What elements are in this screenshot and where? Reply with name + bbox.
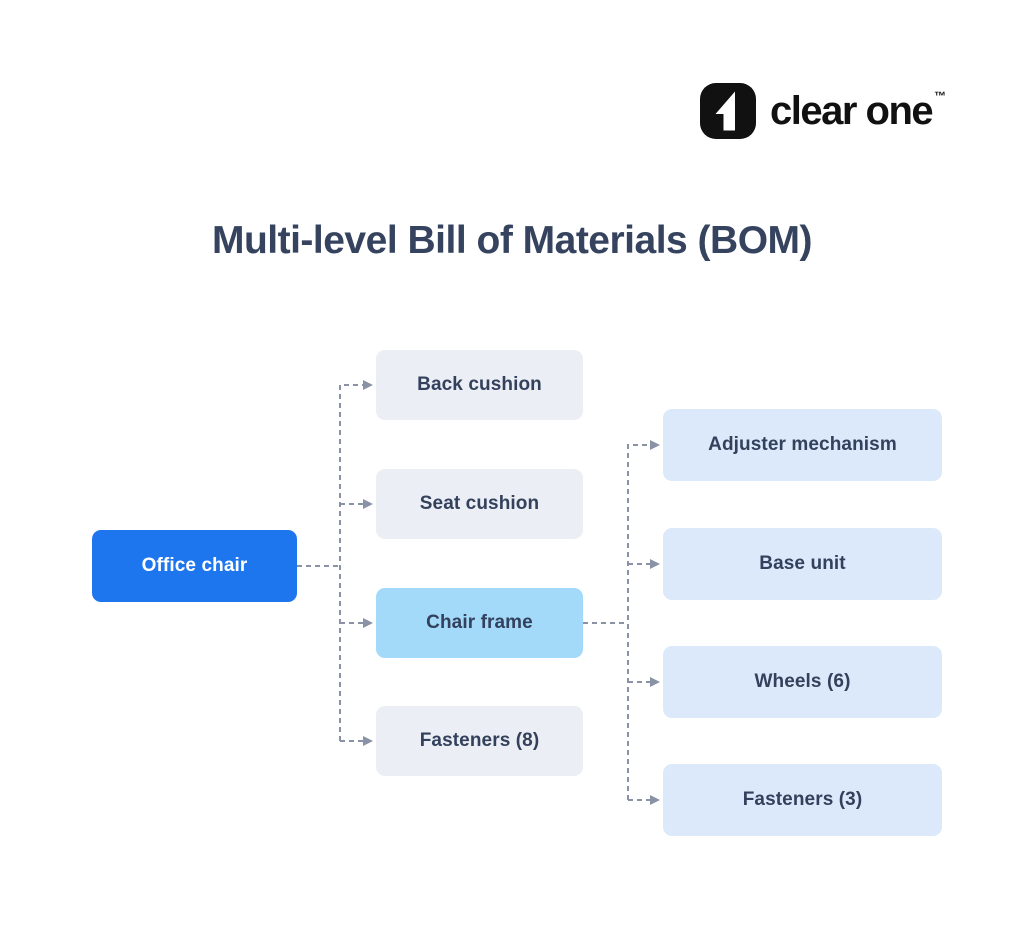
node-adjuster-mechanism: Adjuster mechanism [663, 409, 942, 481]
brand-wordmark: clear one [770, 89, 934, 133]
brand-logo: clear one ™ [700, 83, 946, 139]
node-fasteners-3: Fasteners (3) [663, 764, 942, 836]
trademark-symbol: ™ [934, 89, 947, 103]
node-seat-cushion: Seat cushion [376, 469, 583, 539]
node-wheels-6: Wheels (6) [663, 646, 942, 718]
node-base-unit: Base unit [663, 528, 942, 600]
node-fasteners-8: Fasteners (8) [376, 706, 583, 776]
one-logo-icon [700, 83, 756, 139]
node-office-chair: Office chair [92, 530, 297, 602]
page-title: Multi-level Bill of Materials (BOM) [211, 219, 813, 262]
node-back-cushion: Back cushion [376, 350, 583, 420]
node-chair-frame: Chair frame [376, 588, 583, 658]
